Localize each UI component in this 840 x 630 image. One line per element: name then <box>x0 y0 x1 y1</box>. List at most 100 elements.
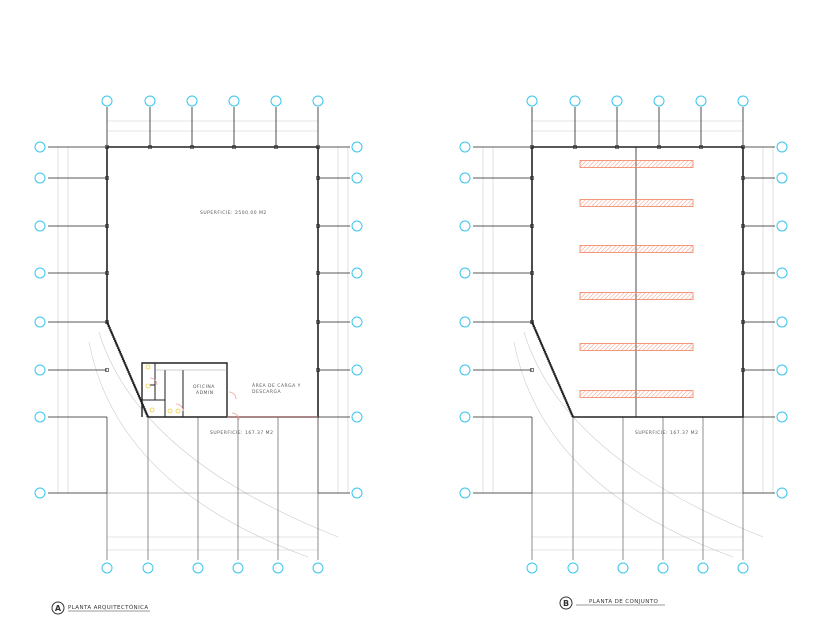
grid-bubble-icon <box>737 562 749 574</box>
column <box>530 320 534 324</box>
column <box>657 145 661 149</box>
grid-bubble-icon <box>34 141 46 153</box>
grid-bubble-icon <box>776 316 788 328</box>
door-swing <box>175 403 184 412</box>
grid-bubble-icon <box>657 562 669 574</box>
grid-bubble-icon <box>695 95 707 107</box>
toilet-fixture-icon <box>175 408 181 414</box>
plan-title: PLANTA DE CONJUNTO <box>589 599 658 605</box>
grid-bubble-icon <box>351 141 363 153</box>
column <box>699 145 703 149</box>
grid-bubble-icon <box>34 411 46 423</box>
grid-bubble-icon <box>34 487 46 499</box>
grid-bubble-icon <box>459 267 471 279</box>
plan-a-title-block: A PLANTA ARQUITECTÓNICA <box>51 601 150 615</box>
office-label: OFICINA <box>193 384 215 390</box>
grid-bubble-icon <box>351 172 363 184</box>
road-curve <box>88 341 309 558</box>
plan-letter: A <box>55 604 62 613</box>
office-walls <box>141 362 228 417</box>
toilet-fixture-icon <box>145 383 151 389</box>
door-swing <box>149 377 158 386</box>
grid-bubble-icon <box>567 562 579 574</box>
plan-b-title-block: B PLANTA DE CONJUNTO <box>559 596 665 610</box>
grid-bubble-icon <box>34 364 46 376</box>
grid-bubble-icon <box>653 95 665 107</box>
hatched-parking-row <box>579 199 694 207</box>
column <box>190 145 194 149</box>
grid-bubble-icon <box>776 220 788 232</box>
grid-bubble-icon <box>697 562 709 574</box>
north-arrow-icon <box>559 596 573 610</box>
column <box>530 271 534 275</box>
grid-bubble-icon <box>459 141 471 153</box>
storage-label: ÁREA DE CARGA Y <box>252 382 301 389</box>
grid-bubble-icon <box>101 95 113 107</box>
grid-bubble-icon <box>351 364 363 376</box>
storage-label-2: DESCARGA <box>252 389 281 395</box>
column <box>615 145 619 149</box>
column <box>274 145 278 149</box>
column <box>232 145 236 149</box>
building-outline <box>106 146 319 418</box>
door-swing <box>228 391 237 400</box>
diagonal-wall <box>105 321 150 418</box>
grid-bubble-icon <box>351 220 363 232</box>
column <box>148 145 152 149</box>
column <box>316 271 320 275</box>
grid-bubble-icon <box>272 562 284 574</box>
column <box>316 368 320 372</box>
lower-area-label-b: SUPERFICIE: 167.37 M2 <box>635 430 698 436</box>
grid-bubble-icon <box>34 316 46 328</box>
door-swing <box>231 412 240 421</box>
grid-bubble-icon <box>232 562 244 574</box>
grid-bubble-icon <box>459 316 471 328</box>
plan-a <box>34 95 363 574</box>
grid-bubble-icon <box>737 95 749 107</box>
main-area-label: SUPERFICIE: 2500.00 M2 <box>200 210 267 216</box>
grid-bubble-icon <box>776 172 788 184</box>
column <box>316 176 320 180</box>
column <box>105 368 109 372</box>
column <box>741 271 745 275</box>
column <box>316 145 320 149</box>
grid-bubble-icon <box>776 411 788 423</box>
grid-bubble-icon <box>142 562 154 574</box>
hatched-parking-row <box>579 343 694 351</box>
grid-bubble-icon <box>776 141 788 153</box>
grid-bubble-icon <box>776 364 788 376</box>
grid-bubble-icon <box>617 562 629 574</box>
grid-bubble-icon <box>270 95 282 107</box>
grid-bubble-icon <box>34 267 46 279</box>
grid-bubble-icon <box>186 95 198 107</box>
grid-bubble-icon <box>192 562 204 574</box>
toilet-fixture-icon <box>145 364 151 370</box>
grid-bubble-icon <box>312 95 324 107</box>
grid-bubble-icon <box>34 220 46 232</box>
grid-bubble-icon <box>569 95 581 107</box>
column <box>741 176 745 180</box>
column <box>316 224 320 228</box>
grid-bubble-icon <box>776 487 788 499</box>
column <box>741 368 745 372</box>
hatched-parking-row <box>579 390 694 398</box>
grid-bubble-icon <box>459 411 471 423</box>
lower-area-label: SUPERFICIE: 167.37 M2 <box>210 430 273 436</box>
column <box>741 145 745 149</box>
hatched-parking-row <box>579 160 694 168</box>
hatched-parking-row <box>579 292 694 300</box>
column <box>316 320 320 324</box>
road-curve <box>98 331 339 538</box>
plan-title: PLANTA ARQUITECTÓNICA <box>68 604 149 611</box>
office-label-2: ADMIN <box>196 390 214 396</box>
grid-bubble-icon <box>312 562 324 574</box>
grid-bubble-icon <box>459 220 471 232</box>
grid-bubble-icon <box>776 267 788 279</box>
road-curve <box>513 341 734 558</box>
hatched-parking-row <box>579 245 694 253</box>
column <box>530 368 534 372</box>
column <box>105 224 109 228</box>
plan-letter: B <box>563 599 569 608</box>
